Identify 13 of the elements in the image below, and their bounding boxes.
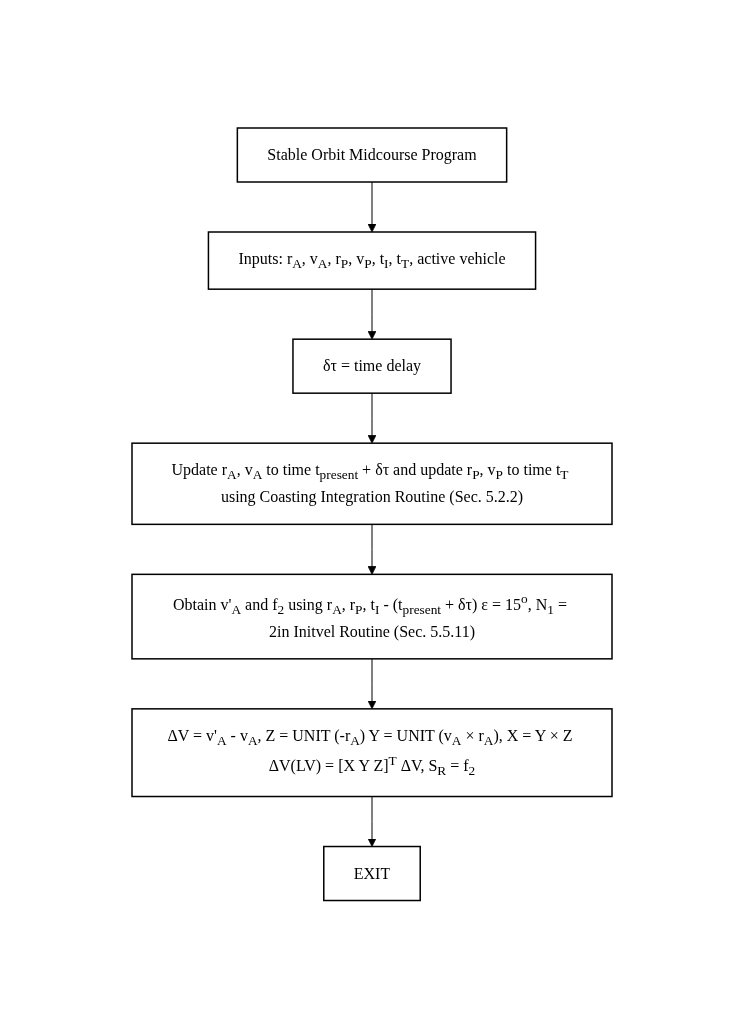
arrow [367,524,377,575]
node-box: Inputs: r$_{A}$, v$_{A}$, r$_{P}$, v$_{P}$, t$_{I}$, t$_{T}$, active vehicle [207,231,537,291]
node-box: Stable Orbit Midcourse Program [236,127,508,183]
arrow [367,181,377,233]
arrow [367,288,377,340]
node-box: δτ = time delay [292,338,452,395]
node-box: ΔV = v'$_{A}$ - v$_{A}$, Z = UNIT (-r$_{A}$) Y = UNIT (v$_{A}$ × r$_{A}$), X = Y × Z ΔV(LV) = [X Y Z]$^{T}$ ΔV, S$_{R}$ = f$_{2}$ [131,708,613,798]
arrow [367,796,377,848]
node-box: Obtain v'$_{A}$ and f$_{2}$ using r$_{A}$, r$_{P}$, t$_{I}$ - (t$_{present}$ + δτ) ε = 15$^{o}$, N$_{1}$ = 2in Initvel Routine (Sec. 5.5.11) [131,573,613,660]
arrow [367,392,377,444]
node-box: Update r$_{A}$, v$_{A}$ to time t$_{present}$ + δτ and update r$_{P}$, v$_{P}$ to time t$_{T}$ using Coasting Integration Routine (Sec. 5.2.2) [131,442,613,526]
arrow [367,658,377,710]
node-box: EXIT [323,846,421,902]
